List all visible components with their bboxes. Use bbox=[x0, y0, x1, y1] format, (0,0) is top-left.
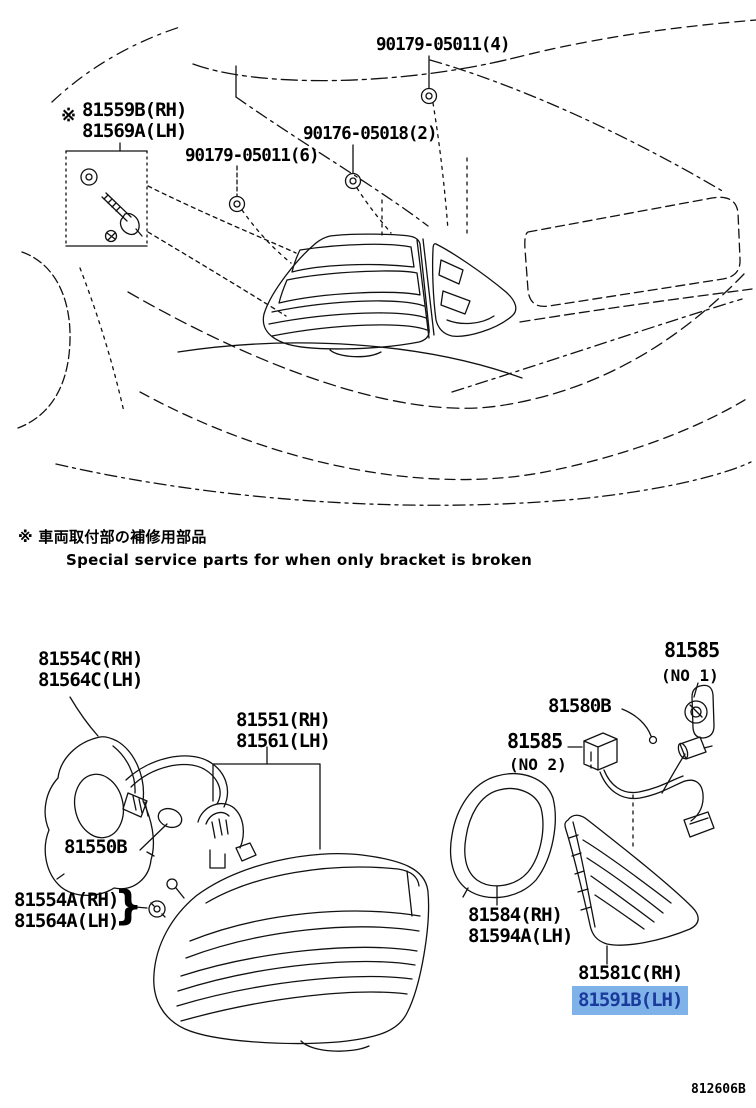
part-label-81594a-lh[interactable]: 81594A(LH) bbox=[468, 925, 573, 947]
part-label-81580b[interactable]: 81580B bbox=[548, 695, 612, 717]
service-cord-drawing bbox=[122, 755, 257, 899]
part-label-81554a-rh[interactable]: 81554A(RH) bbox=[14, 889, 119, 911]
part-label-90179-05011-6[interactable]: 90179-05011(6) bbox=[185, 146, 320, 166]
fastener-nuts-and-leaders bbox=[228, 55, 468, 264]
part-label-81585-no2[interactable]: 81585 bbox=[507, 729, 563, 753]
footnote-marker: ※ bbox=[61, 105, 77, 126]
part-label-90179-05011-4[interactable]: 90179-05011(4) bbox=[376, 35, 511, 55]
rear-harness-drawing bbox=[567, 682, 715, 849]
outer-lamp-drawing bbox=[153, 746, 430, 1052]
service-note-jp: ※ 車両取付部の補修用部品 bbox=[18, 528, 207, 546]
diagram-code: 812606B bbox=[691, 1082, 746, 1097]
part-label-81561-lh[interactable]: 81561(LH) bbox=[236, 730, 331, 752]
part-label-81585-no2-sub: (NO 2) bbox=[509, 755, 567, 774]
part-label-90176-05018-2[interactable]: 90176-05018(2) bbox=[303, 124, 438, 144]
service-note-en: Special service parts for when only brac… bbox=[66, 551, 533, 569]
grommet-brace: } bbox=[114, 883, 143, 929]
part-label-81550b[interactable]: 81550B bbox=[64, 836, 128, 858]
part-label-81554c-rh[interactable]: 81554C(RH) bbox=[38, 648, 143, 670]
part-label-81591b-lh-selected[interactable]: 81591B(LH) bbox=[572, 986, 689, 1015]
inner-lamp-drawing bbox=[564, 814, 699, 965]
tail-lamp-on-car-drawing bbox=[262, 233, 517, 358]
part-label-81551-rh[interactable]: 81551(RH) bbox=[236, 709, 331, 731]
part-label-81584-rh[interactable]: 81584(RH) bbox=[468, 904, 563, 926]
grommet-drawing bbox=[134, 900, 166, 918]
part-label-81585-no1[interactable]: 81585 bbox=[664, 638, 720, 662]
finish-panel-drawing bbox=[44, 696, 155, 897]
special-service-part-box bbox=[65, 142, 297, 317]
part-label-81564a-lh[interactable]: 81564A(LH) bbox=[14, 910, 119, 932]
part-label-81569a-lh[interactable]: 81569A(LH) bbox=[82, 120, 187, 142]
gasket-drawing bbox=[449, 773, 556, 906]
part-label-81581c-rh[interactable]: 81581C(RH) bbox=[578, 962, 683, 984]
part-label-81585-no1-sub: (NO 1) bbox=[661, 666, 719, 685]
part-label-81559b-rh[interactable]: 81559B(RH) bbox=[82, 99, 187, 121]
car-body-outline bbox=[17, 19, 756, 506]
part-label-81564c-lh[interactable]: 81564C(LH) bbox=[38, 669, 143, 691]
